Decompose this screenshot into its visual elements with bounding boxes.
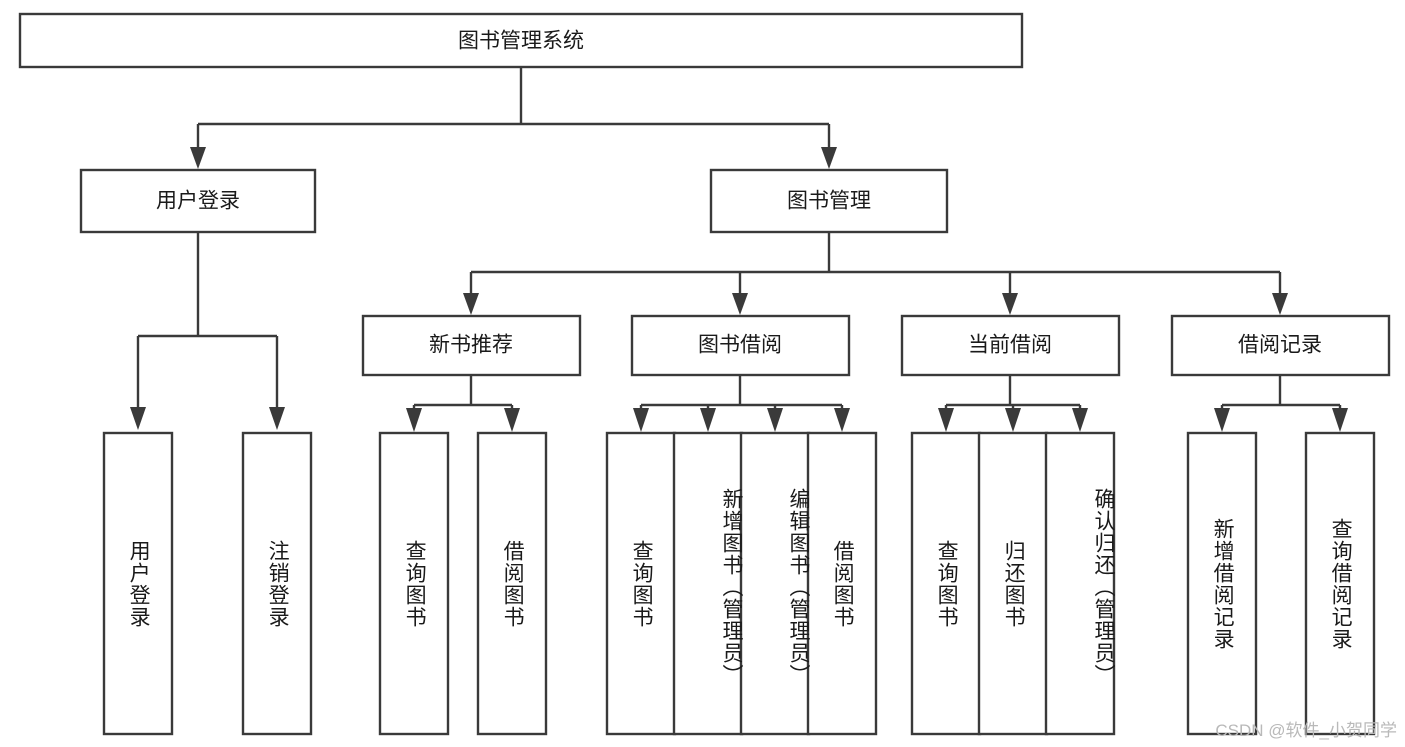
- node-box-new-book-recommend[interactable]: [361, 314, 582, 377]
- arrow-bookmgmt-to-new: [463, 293, 479, 315]
- connector-group-bookmgmt: [463, 232, 1288, 315]
- arrow-bookborrow-leaf-1: [633, 408, 649, 432]
- node-box-leaf-user-login[interactable]: [102, 431, 174, 736]
- arrow-newbook-leaf-1: [406, 408, 422, 432]
- arrow-bookmgmt-to-borrow: [732, 293, 748, 315]
- arrow-bookmgmt-to-record: [1272, 293, 1288, 315]
- node-box-leaf-edit-book[interactable]: [739, 431, 811, 736]
- node-box-leaf-query-book-a[interactable]: [378, 431, 450, 736]
- node-box-leaf-query-record[interactable]: [1304, 431, 1376, 736]
- connector-group-userlogin: [130, 232, 285, 430]
- connector-group-root: [190, 67, 837, 169]
- arrow-bookborrow-leaf-4: [834, 408, 850, 432]
- node-label-book-management: 图书管理: [787, 190, 871, 213]
- arrow-currentborrow-leaf-3: [1072, 408, 1088, 432]
- node-box-leaf-borrow-book-b[interactable]: [806, 431, 878, 736]
- node-box-root[interactable]: [18, 12, 1024, 69]
- node-label-new-book-recommend: 新书推荐: [429, 334, 513, 357]
- node-box-user-login[interactable]: [79, 168, 317, 234]
- node-box-leaf-logout[interactable]: [241, 431, 313, 736]
- connector-group-bookborrow: [633, 375, 850, 432]
- node-box-leaf-add-record[interactable]: [1186, 431, 1258, 736]
- node-box-borrow-record[interactable]: [1170, 314, 1391, 377]
- node-box-current-borrow[interactable]: [900, 314, 1121, 377]
- arrow-root-to-userlogin: [190, 147, 206, 169]
- arrow-currentborrow-leaf-1: [938, 408, 954, 432]
- node-box-leaf-query-book-b[interactable]: [605, 431, 677, 736]
- connector-group-currentborrow: [938, 375, 1088, 432]
- node-label-root: 图书管理系统: [458, 30, 584, 53]
- node-box-book-borrow[interactable]: [630, 314, 851, 377]
- node-box-leaf-add-book[interactable]: [672, 431, 744, 736]
- node-label-current-borrow: 当前借阅: [968, 334, 1052, 357]
- arrow-borrowrecord-leaf-1: [1214, 408, 1230, 432]
- node-label-book-borrow: 图书借阅: [698, 334, 782, 357]
- arrow-userlogin-leaf-2: [269, 407, 285, 430]
- node-box-leaf-return-book[interactable]: [977, 431, 1049, 736]
- node-label-borrow-record: 借阅记录: [1238, 334, 1322, 357]
- arrow-bookmgmt-to-current: [1002, 293, 1018, 315]
- csdn-watermark: CSDN @软件_小贺同学: [1215, 721, 1397, 740]
- arrow-root-to-bookmgmt: [821, 147, 837, 169]
- node-box-book-management[interactable]: [709, 168, 949, 234]
- arrow-newbook-leaf-2: [504, 408, 520, 432]
- node-box-leaf-borrow-book-a[interactable]: [476, 431, 548, 736]
- arrow-bookborrow-leaf-2: [700, 408, 716, 432]
- connector-group-borrowrecord: [1214, 375, 1348, 432]
- connector-group-newbook: [406, 375, 520, 432]
- arrow-bookborrow-leaf-3: [767, 408, 783, 432]
- arrow-userlogin-leaf-1: [130, 407, 146, 430]
- node-box-leaf-query-book-c[interactable]: [910, 431, 982, 736]
- node-box-leaf-confirm-return[interactable]: [1044, 431, 1116, 736]
- arrow-currentborrow-leaf-2: [1005, 408, 1021, 432]
- node-label-user-login: 用户登录: [156, 190, 240, 213]
- arrow-borrowrecord-leaf-2: [1332, 408, 1348, 432]
